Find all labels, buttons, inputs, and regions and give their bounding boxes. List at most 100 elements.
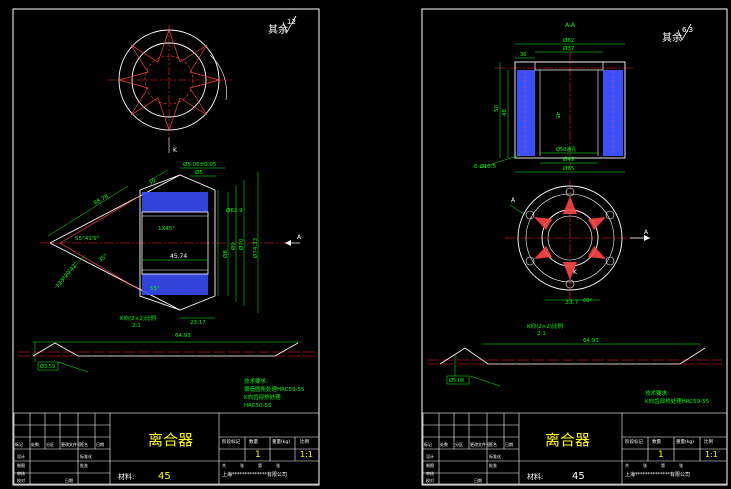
right-sheet-border <box>421 8 728 486</box>
left-hatch-top <box>142 192 208 212</box>
right-k-detail: K向(2×2)比例 2:1 64.93 Ø5.08 <box>427 322 722 387</box>
left-small-label-5: 第 <box>258 462 262 468</box>
right-scale-label: 比例 <box>704 438 713 445</box>
right-dim-angle: 60° <box>583 298 592 304</box>
left-detail-len: 64.93 <box>175 333 191 339</box>
left-part-name: 离合器 <box>148 431 193 449</box>
left-top-teeth <box>117 29 221 132</box>
left-small-label-3: 共 <box>222 462 226 468</box>
left-dim-d2: Ø5 <box>195 169 203 176</box>
left-hatch-bottom <box>142 274 208 295</box>
right-dim-d6: 50 <box>494 105 500 112</box>
right-row-label-1: 标记 <box>424 441 432 447</box>
right-detail-len: 64.93 <box>583 338 599 344</box>
right-dim-d9: Ø50通孔 <box>556 146 576 153</box>
right-k-marker: K <box>573 269 578 276</box>
left-weight-label: 重量(kg) <box>272 438 290 445</box>
right-row-label-5: 签名 <box>489 441 497 447</box>
right-dim-d3: Ø49 <box>563 156 575 163</box>
right-dim-d5: 36 <box>520 52 526 58</box>
left-detail-label: K向(2×2)比例 <box>120 314 157 322</box>
left-roughness-label: 其余 <box>268 23 288 36</box>
left-dim-slant2: 30 <box>148 178 157 187</box>
left-dim-d10: 23.17 <box>190 320 206 326</box>
right-small-label-4: 张 <box>643 462 647 468</box>
left-row-label-1: 标记 <box>15 441 23 447</box>
right-detail-w: Ø5.08 <box>449 377 464 384</box>
left-sign-row-4: 校对 <box>17 477 25 483</box>
right-notes-title: 技术要求: <box>645 389 669 397</box>
right-small-label-6: 张 <box>679 462 683 468</box>
right-drawing-sheet: 其余 6.3 A-A <box>421 8 728 486</box>
right-sign-row-2: 制图 <box>426 462 434 468</box>
right-roughness-value: 6.3 <box>682 26 693 34</box>
right-row-label-6: 日期 <box>505 441 513 447</box>
right-section-title: A-A <box>565 22 576 29</box>
right-scale-value: 1:1 <box>705 450 718 459</box>
right-dim-d4: Ø65 <box>563 165 575 172</box>
right-detail-label: K向(2×2)比例 <box>527 322 564 330</box>
left-dim-d4: Ø9 <box>230 242 237 250</box>
right-qty-value: 1 <box>658 450 664 460</box>
right-dim-d8: 45 <box>554 112 560 119</box>
right-arrow-a-top: A <box>511 197 516 204</box>
left-k-detail: K向(2×2)比例 2:1 64.93 Ø3.59 <box>18 314 315 373</box>
left-top-view: K <box>108 25 232 154</box>
right-dim-d7: 48 <box>502 109 508 116</box>
left-row-label-3: 分区 <box>46 441 54 447</box>
right-section-view: A-A Ø62 Ø37 36 <box>474 22 635 173</box>
left-notes-title: 技术要求: <box>244 377 268 385</box>
left-stage-label: 阶段标记 <box>222 438 240 445</box>
left-notes: 技术要求: 锻造圆角处理HRC59-55 K向齿部热处理 HRC50-55 <box>244 377 305 409</box>
left-dim-d5: Ø70 <box>238 238 245 250</box>
right-part-name: 离合器 <box>545 431 590 449</box>
right-material-label: 材料: <box>527 472 543 481</box>
right-sign-row-4: 校对 <box>426 477 434 483</box>
right-title-block <box>422 412 728 485</box>
left-row-label-2: 处数 <box>31 441 39 447</box>
left-row-label-6: 日期 <box>96 441 104 447</box>
right-small-label-3: 共 <box>625 462 629 468</box>
left-sign-row-1: 设计 <box>17 453 25 459</box>
right-arrow-a: A <box>644 229 649 236</box>
right-small-label-2: 批准 <box>489 462 497 468</box>
left-sheet-border <box>12 8 320 486</box>
left-sign-row-2: 制图 <box>17 462 25 468</box>
left-dim-angle2: 35° <box>98 253 110 264</box>
right-small-label-1: 标准化 <box>489 453 501 459</box>
left-dim-d8: 45.74 <box>170 253 187 260</box>
right-row-label-2: 处数 <box>440 441 448 447</box>
right-material-value: 45 <box>572 471 585 482</box>
left-material-label: 材料: <box>118 472 134 481</box>
left-small-label-4: 张 <box>240 462 244 468</box>
left-small-label-2: 批准 <box>80 462 88 468</box>
left-roughness-symbol: 12 <box>282 15 297 33</box>
right-revision-header: 标记 处数 分区 更改文件号 签名 日期 设计 制图 审核 校对 日期 标准化 … <box>424 441 683 483</box>
right-note-1: K向齿部热处理HRC59-55 <box>645 397 710 405</box>
right-dim-arc: 33.7 <box>565 299 579 306</box>
left-detail-w: Ø3.59 <box>40 363 55 370</box>
right-weight-label: 重量(kg) <box>676 438 694 445</box>
right-notes: 技术要求: K向齿部热处理HRC59-55 <box>645 389 710 405</box>
left-small-label-1: 标准化 <box>80 453 92 459</box>
left-dim-d3: Ø8 <box>222 250 229 258</box>
left-dim-d9: Ø62.9 <box>226 207 243 214</box>
left-dim-d1: Ø5.06±0.05 <box>183 161 217 168</box>
left-top-k-marker: K <box>173 147 178 154</box>
left-detail-scale: 2:1 <box>132 323 141 329</box>
right-stage-label: 阶段标记 <box>625 438 643 445</box>
left-scale-value: 1:1 <box>300 450 313 459</box>
right-company: 上海**************有限公司 <box>625 471 690 478</box>
right-roughness-symbol: 6.3 <box>677 23 693 41</box>
right-dim-d1: Ø62 <box>563 37 574 44</box>
left-note-2: K向齿部热处理 <box>244 393 281 401</box>
left-roughness-value: 12 <box>287 18 296 26</box>
left-dim-d6: Ø74.33 <box>252 237 259 258</box>
left-scale-label: 比例 <box>300 438 309 445</box>
right-small-label-5: 第 <box>661 462 665 468</box>
right-dim-holes: 6-Ø10.5 <box>474 163 497 170</box>
left-date-label: 日期 <box>65 477 73 483</box>
right-circle-view: A A 33.7 60° K <box>505 180 650 306</box>
left-title-block <box>13 412 320 485</box>
